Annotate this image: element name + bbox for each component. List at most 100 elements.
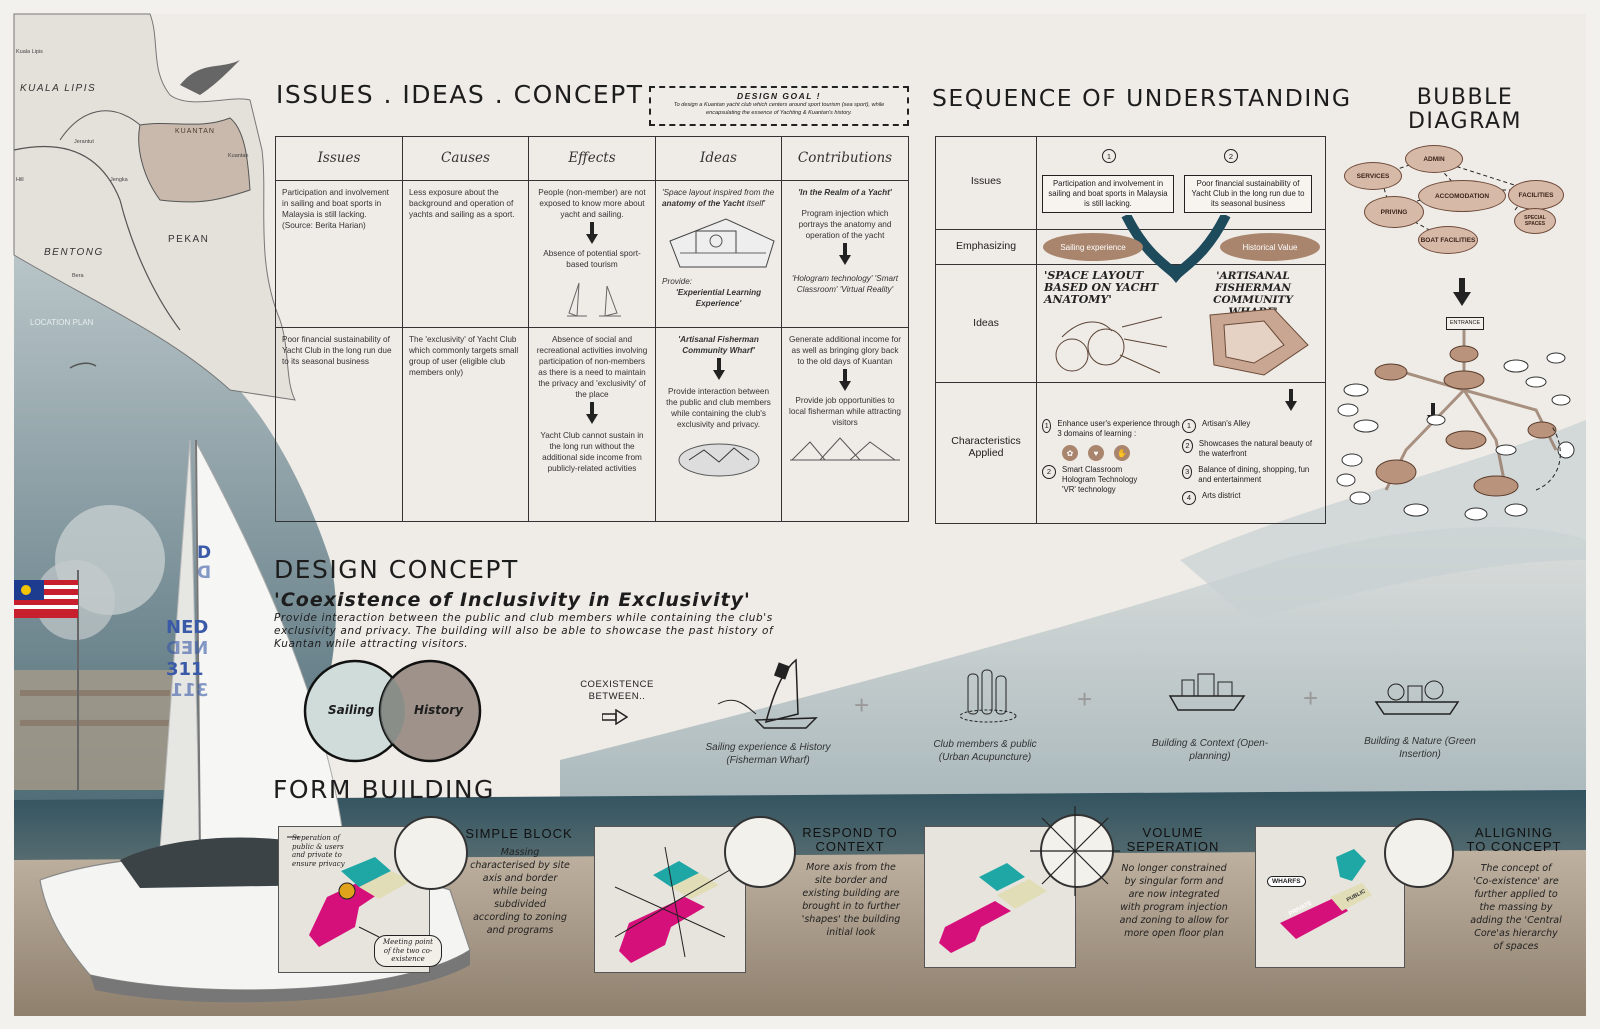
cell-cause-2: The 'exclusivity' of Yacht Club which co… (402, 327, 529, 522)
seq-char-2-item2: Showcases the natural beauty of the wate… (1198, 439, 1313, 458)
sailboat-sketch-icon (567, 282, 621, 317)
bubble-title: BUBBLE DIAGRAM (1407, 85, 1523, 134)
sailing-history-sketch-icon (717, 658, 818, 729)
yacht-layout-sketch-icon (1055, 316, 1168, 374)
seq-char-1: 1 Enhance user's experience through 3 dom… (1042, 419, 1182, 495)
bubble-priving: PRIVING (1364, 196, 1424, 228)
effect-2b: Yacht Club cannot sustain in the long ru… (540, 431, 644, 473)
plus-2: + (1077, 684, 1093, 714)
idea-1-provide-b: 'Experiential Learning Experience' (675, 288, 762, 308)
contrib-2b: Provide job opportunities to local fishe… (789, 396, 901, 427)
map-label-kuala-lipis: KUALA LIPIS (20, 83, 97, 94)
arrow-right-icon (602, 709, 628, 725)
bubble-entrance: ENTRANCE (1446, 317, 1484, 330)
design-goal-text: To design a Kuantan yacht club which cen… (673, 102, 885, 116)
effect-1a: People (non-member) are not exposed to k… (538, 188, 646, 219)
plus-1: + (854, 690, 870, 720)
seq-char-2-item3: Balance of dining, shopping, fun and ent… (1198, 465, 1310, 484)
seq-char-1-num2: 2 (1042, 465, 1056, 479)
form-step-2-text: More axis from the site border and exist… (801, 862, 901, 938)
contrib-1b: 'Hologram technology' 'Smart Classroom' … (791, 274, 899, 294)
venn-history: History (414, 703, 464, 717)
sail-number-2: NED NED 311 311 (166, 617, 209, 701)
contrib-1-title: 'In the Realm of a Yacht' (798, 188, 892, 197)
seq-char-2-item4: Arts district (1202, 491, 1241, 500)
seq-char-1-item2: Hologram Technology (1062, 475, 1138, 484)
sequence-table: Issues Emphasizing Ideas Characteristics… (935, 136, 1439, 524)
building-context-sketch-icon (1168, 673, 1246, 711)
arrow-down-icon (712, 358, 725, 380)
seq-char-1-num: 1 (1042, 419, 1052, 433)
seq-row-emphasizing: Emphasizing (955, 240, 1017, 252)
col-issues: Issues (275, 136, 403, 181)
map-label-kuantan: KUANTAN (175, 128, 215, 135)
form-step-1-note2: Meeting point of the two co-existence (374, 935, 442, 967)
boats-sketch-icon (790, 437, 900, 461)
arrow-down-icon (839, 243, 851, 265)
seq-char-1-item3: 'VR' technology (1062, 485, 1116, 494)
bubble-special: SPECIAL SPACES (1514, 208, 1556, 234)
effect-1b: Absence of potential sport-based tourism (543, 249, 641, 269)
coex-item-3: Building & Context (Open-planning) (1151, 738, 1269, 762)
brain-icon: ✿ (1062, 445, 1078, 461)
design-goal-box: DESIGN GOAL ! To design a Kuantan yacht … (649, 86, 909, 126)
idea-2-title: 'Artisanal Fisherman Community Wharf' (678, 335, 759, 355)
cell-contrib-1: 'In the Realm of a Yacht' Program inject… (781, 180, 909, 328)
bubble-admin: ADMIN (1405, 145, 1463, 173)
heart-icon: ♥ (1088, 445, 1104, 461)
map-label-location-plan: LOCATION PLAN (30, 318, 94, 327)
contrib-2a: Generate additional income for as well a… (789, 335, 901, 366)
cell-issue-1: Participation and involvement in sailing… (275, 180, 403, 328)
coex-item-2: Club members & public (Urban Acupuncture… (933, 739, 1037, 763)
hand-icon: ✋ (1114, 445, 1130, 461)
map-town-hill: Hill (16, 177, 24, 183)
people-sketch-icon (959, 669, 1017, 723)
cell-effect-1: People (non-member) are not exposed to k… (528, 180, 656, 328)
cell-cause-1: Less exposure about the background and o… (402, 180, 529, 328)
coex-item-4: Building & Nature (Green Insertion) (1364, 736, 1476, 760)
seq-emph-2: Historical Value (1220, 233, 1320, 261)
sail-number: D D (196, 543, 212, 583)
arrow-down-icon (839, 369, 851, 391)
idea-1a: 'Space layout inspired from the (662, 188, 775, 197)
concept-subtitle: 'Coexistence of Inclusivity in Exclusivi… (274, 589, 751, 611)
col-contributions: Contributions (781, 136, 909, 181)
big-arrow-down-icon (1453, 278, 1471, 306)
form-step-1-note1: Seperation of public & users and private… (292, 834, 345, 868)
form-step-4-image (1255, 826, 1405, 968)
form-step-1-circle (394, 816, 468, 890)
seq-row-issues: Issues (970, 175, 1002, 187)
building-nature-sketch-icon (1374, 680, 1460, 715)
coexistence-label: COEXISTENCE BETWEEN.. (580, 679, 654, 702)
bubble-services: SERVICES (1344, 162, 1402, 190)
cell-idea-1: 'Space layout inspired from the anatomy … (655, 180, 782, 328)
seq-emph-1: Sailing experience (1043, 233, 1143, 261)
seq-row-characteristics: Characteristics Applied (951, 435, 1021, 459)
seq-char-1-line: Enhance user's experience through 3 doma… (1057, 419, 1180, 438)
sequence-title: SEQUENCE OF UNDERSTANDING (932, 84, 1352, 112)
cell-contrib-2: Generate additional income for as well a… (781, 327, 909, 522)
form-step-4-title: ALLIGNING TO CONCEPT (1466, 825, 1562, 854)
cell-issue-2: Poor financial sustainability of Yacht C… (275, 327, 403, 522)
map-town-bera: Bera (72, 273, 84, 279)
venn-sailing: Sailing (328, 703, 375, 717)
wharf-plan-sketch-icon (1209, 308, 1309, 376)
form-step-2-title: RESPOND TO CONTEXT (802, 825, 898, 854)
venn-diagram (303, 659, 482, 763)
coex-item-1: Sailing experience & History (Fisherman … (705, 742, 831, 766)
map-town-kuantan: Kuantan (228, 153, 249, 159)
form-title: FORM BUILDING (273, 775, 495, 804)
form-step-4-wharfs: WHARFS (1267, 876, 1306, 887)
form-step-3-text: No longer constrained by singular form a… (1119, 863, 1229, 939)
idea-1-bold: anatomy of the Yacht (662, 199, 745, 208)
issues-table: Issues Causes Effects Ideas Contribution… (275, 136, 909, 522)
seq-char-1-item1: Smart Classroom (1062, 465, 1123, 474)
idea-2a: Provide interaction between the public a… (666, 387, 771, 429)
plus-3: + (1303, 683, 1319, 713)
arrow-down-icon (586, 222, 598, 244)
arrow-down-icon (586, 402, 598, 424)
issues-title: ISSUES . IDEAS . CONCEPT (276, 80, 644, 109)
cell-effect-2: Absence of social and recreational activ… (528, 327, 656, 522)
map-town-jerantut: Jerantut (74, 139, 94, 145)
